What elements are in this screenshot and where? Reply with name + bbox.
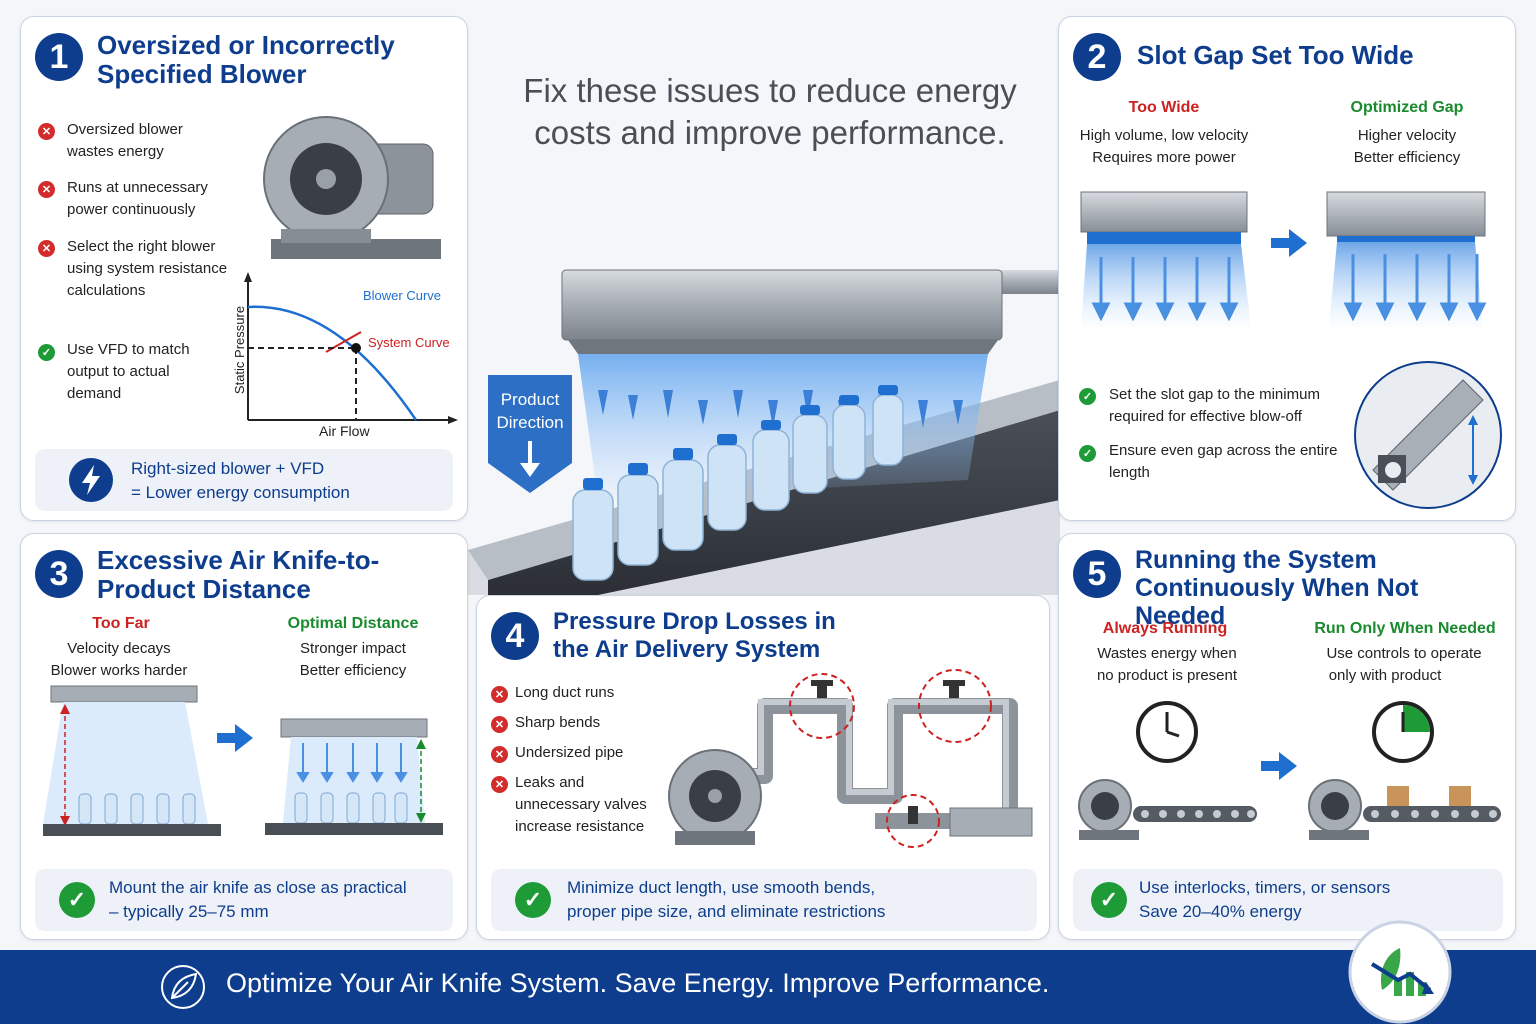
- headline: Fix these issues to reduce energy costs …: [523, 72, 1017, 151]
- panel-title: Running the System Continuously When Not…: [1135, 546, 1419, 630]
- panel-knife-distance: 3 Excessive Air Knife-to-Product Distanc…: [20, 533, 468, 940]
- blower-system-curve-chart: [244, 272, 458, 424]
- product-direction-label: Product Direction: [496, 390, 564, 432]
- callout: ✓ Mount the air knife as close as practi…: [35, 869, 453, 931]
- panel-title: Pressure Drop Losses in the Air Delivery…: [553, 608, 836, 663]
- callout-line: Mount the air knife as close as practica…: [109, 878, 407, 897]
- optimized-gap-heading: Optimized Gap: [1350, 99, 1464, 116]
- duct-system-illustration: [668, 669, 1033, 848]
- blower-curve-label: Blower Curve: [363, 288, 442, 303]
- lightning-icon: [69, 458, 113, 502]
- panel-continuous-running: 5 Running the System Continuously When N…: [1058, 533, 1516, 940]
- product-direction-tag: [488, 375, 572, 493]
- list-item: Runs at unnecessary power continuously: [67, 179, 208, 218]
- check-icon: ✓: [1079, 388, 1096, 405]
- panel-number: 5: [1073, 550, 1121, 598]
- too-wide-line: Requires more power: [1092, 149, 1236, 166]
- list-item: Use VFD to match output to actual demand: [67, 341, 190, 402]
- y-axis-label: Static Pressure: [232, 305, 247, 395]
- optimal-distance-line: Better efficiency: [299, 662, 407, 679]
- leaf-icon: [161, 965, 205, 1009]
- run-when-needed-heading: Run Only When Needed: [1314, 620, 1496, 637]
- check-circle-icon: ✓: [59, 882, 95, 918]
- list-item: Undersized pipe: [515, 744, 624, 761]
- system-curve-label: System Curve: [368, 335, 450, 350]
- optimized-gap-illustration: [1326, 191, 1487, 327]
- always-running-line: no product is present: [1096, 667, 1238, 684]
- panel-title: Oversized or Incorrectly Specified Blowe…: [97, 30, 395, 89]
- panel-oversized-blower: 1 Oversized or Incorrectly Specified Blo…: [20, 16, 468, 521]
- optimal-distance-heading: Optimal Distance: [287, 615, 419, 632]
- optimal-distance-illustration: [265, 718, 443, 835]
- central-scene: [468, 269, 1063, 595]
- callout: ✓ Minimize duct length, use smooth bends…: [491, 869, 1037, 931]
- always-running-illustration: [1078, 779, 1257, 840]
- blower-icon: [263, 116, 441, 259]
- wide-gap-illustration: [1080, 191, 1251, 327]
- list-item: Leaks and unnecessary valves increase re…: [515, 774, 647, 835]
- callout: Right-sized blower + VFD = Lower energy …: [35, 449, 453, 511]
- x-icon: ✕: [491, 746, 508, 763]
- arrow-right-icon: [1261, 752, 1297, 780]
- energy-savings-logo: [1348, 920, 1452, 1024]
- x-icon: ✕: [491, 716, 508, 733]
- always-running-heading: Always Running: [1102, 620, 1228, 637]
- callout-line: Save 20–40% energy: [1139, 902, 1302, 921]
- too-wide-heading: Too Wide: [1128, 99, 1200, 116]
- panel-title: Excessive Air Knife-to-Product Distance: [97, 545, 380, 604]
- arrow-right-icon: [217, 724, 253, 752]
- list-item: Select the right blower using system res…: [67, 238, 228, 299]
- panel-number: 4: [491, 612, 539, 660]
- footer-banner: Optimize Your Air Knife System. Save Ene…: [0, 950, 1536, 1024]
- list-item: Sharp bends: [515, 714, 601, 731]
- run-when-needed-line: Use controls to operate: [1326, 645, 1482, 662]
- check-icon: ✓: [1079, 445, 1096, 462]
- check-circle-icon: ✓: [515, 882, 551, 918]
- too-wide-line: High volume, low velocity: [1079, 127, 1249, 144]
- clock-icon: [1136, 701, 1198, 763]
- panel-pressure-drop: 4 Pressure Drop Losses in the Air Delive…: [476, 595, 1050, 940]
- timer-icon: [1372, 701, 1434, 763]
- optimal-distance-line: Stronger impact: [300, 640, 406, 657]
- run-when-needed-line: only with product: [1328, 667, 1442, 684]
- panel-number: 1: [35, 33, 83, 81]
- optimized-gap-line: Higher velocity: [1357, 127, 1457, 144]
- x-icon: ✕: [491, 686, 508, 703]
- list-item: Ensure even gap across the entire length: [1109, 442, 1338, 481]
- too-far-illustration: [43, 685, 221, 836]
- callout: ✓ Use interlocks, timers, or sensors Sav…: [1073, 869, 1503, 931]
- arrow-right-icon: [1271, 229, 1307, 257]
- callout-line: – typically 25–75 mm: [109, 902, 269, 921]
- panel-title: Slot Gap Set Too Wide: [1137, 40, 1414, 70]
- run-when-needed-illustration: [1308, 779, 1501, 840]
- panel-number: 3: [35, 550, 83, 598]
- callout-line: Minimize duct length, use smooth bends,: [567, 878, 876, 897]
- callout-line: Right-sized blower + VFD: [131, 459, 325, 478]
- callout-line: = Lower energy consumption: [131, 483, 350, 502]
- too-far-line: Velocity decays: [67, 640, 171, 657]
- check-circle-icon: ✓: [1091, 882, 1127, 918]
- list-item: Long duct runs: [515, 684, 615, 701]
- list-item: Set the slot gap to the minimum required…: [1109, 386, 1320, 425]
- list-item: Oversized blower wastes energy: [67, 121, 183, 160]
- too-far-heading: Too Far: [92, 615, 150, 632]
- too-far-line: Blower works harder: [50, 662, 188, 679]
- x-icon: ✕: [38, 123, 55, 140]
- x-axis-label: Air Flow: [319, 423, 370, 439]
- optimized-gap-line: Better efficiency: [1353, 149, 1461, 166]
- always-running-line: Wastes energy when: [1097, 645, 1237, 662]
- x-icon: ✕: [38, 240, 55, 257]
- panel-slot-gap: 2 Slot Gap Set Too Wide Too Wide High vo…: [1058, 16, 1516, 521]
- callout-line: proper pipe size, and eliminate restrict…: [567, 902, 886, 921]
- panel-number: 2: [1073, 33, 1121, 81]
- x-icon: ✕: [491, 776, 508, 793]
- slot-gap-detail-icon: [1354, 361, 1502, 509]
- check-icon: ✓: [38, 344, 55, 361]
- footer-text: Optimize Your Air Knife System. Save Ene…: [226, 968, 1050, 998]
- callout-line: Use interlocks, timers, or sensors: [1139, 878, 1391, 897]
- x-icon: ✕: [38, 181, 55, 198]
